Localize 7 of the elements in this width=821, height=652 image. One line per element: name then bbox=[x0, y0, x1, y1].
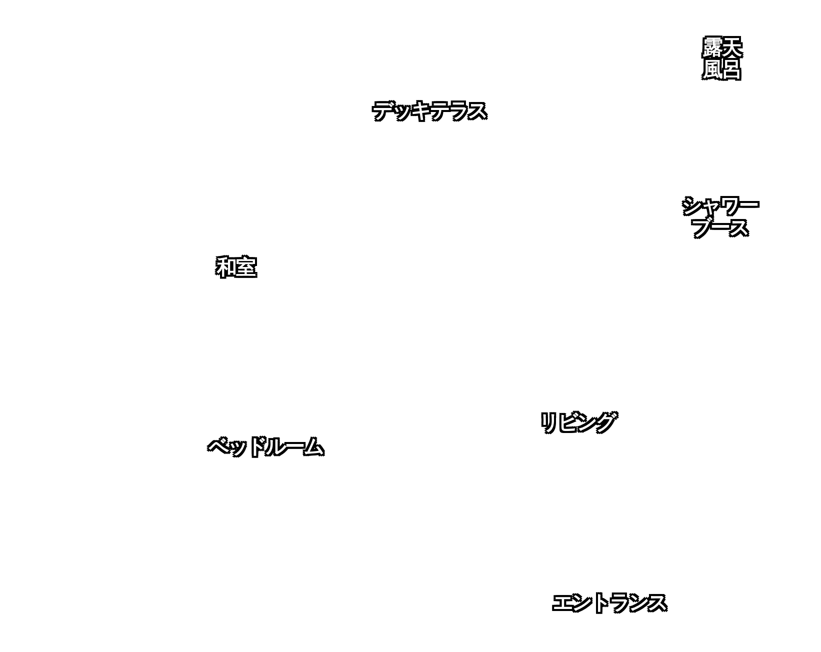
room-label: ベッドルーム bbox=[201, 435, 331, 457]
room-label: 和室 bbox=[206, 256, 266, 278]
room-label: リビング bbox=[527, 411, 627, 433]
room-label: エントランス bbox=[551, 591, 669, 613]
room-label: シャワーブース bbox=[680, 194, 761, 238]
room-label: 露天風呂 bbox=[700, 36, 744, 80]
room-label: デッキテラス bbox=[370, 99, 489, 121]
